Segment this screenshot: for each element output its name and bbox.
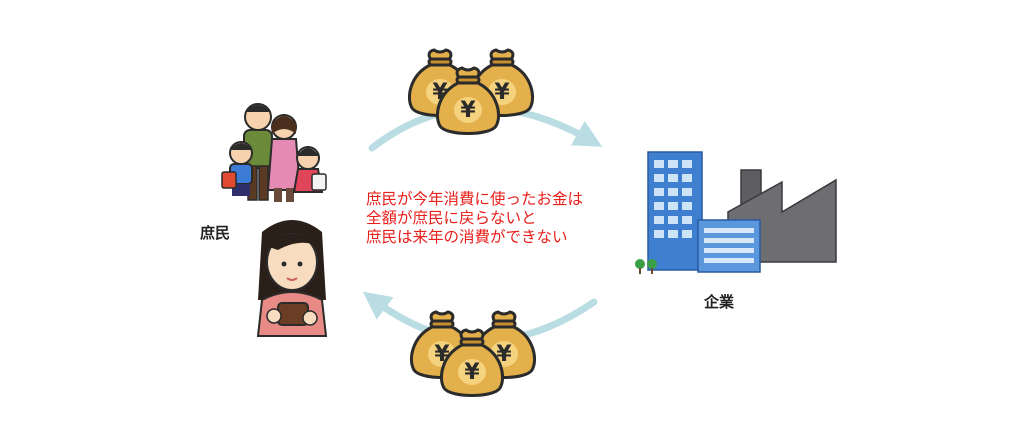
yen-symbol: ¥ (460, 98, 476, 123)
money-bags-bottom-icon: ¥ ¥ ¥ (409, 310, 537, 397)
money-bags-top-icon: ¥ ¥ ¥ (407, 48, 535, 135)
family-icon (221, 103, 327, 202)
people-label: 庶民 (200, 224, 231, 242)
yen-symbol: ¥ (464, 360, 480, 385)
building-factory-icon (635, 151, 837, 274)
yen-symbol: ¥ (496, 342, 512, 367)
company-label: 企業 (704, 293, 735, 311)
yen-symbol: ¥ (494, 80, 510, 105)
caption-line-3: 庶民は来年の消費ができない (366, 228, 568, 246)
caption-line-1: 庶民が今年消費に使ったお金は (366, 190, 584, 208)
caption: 庶民が今年消費に使ったお金は 全額が庶民に戻らないと 庶民は来年の消費ができない (366, 190, 583, 247)
caption-line-2: 全額が庶民に戻らないと (366, 209, 537, 227)
woman-wallet-icon (256, 220, 328, 337)
